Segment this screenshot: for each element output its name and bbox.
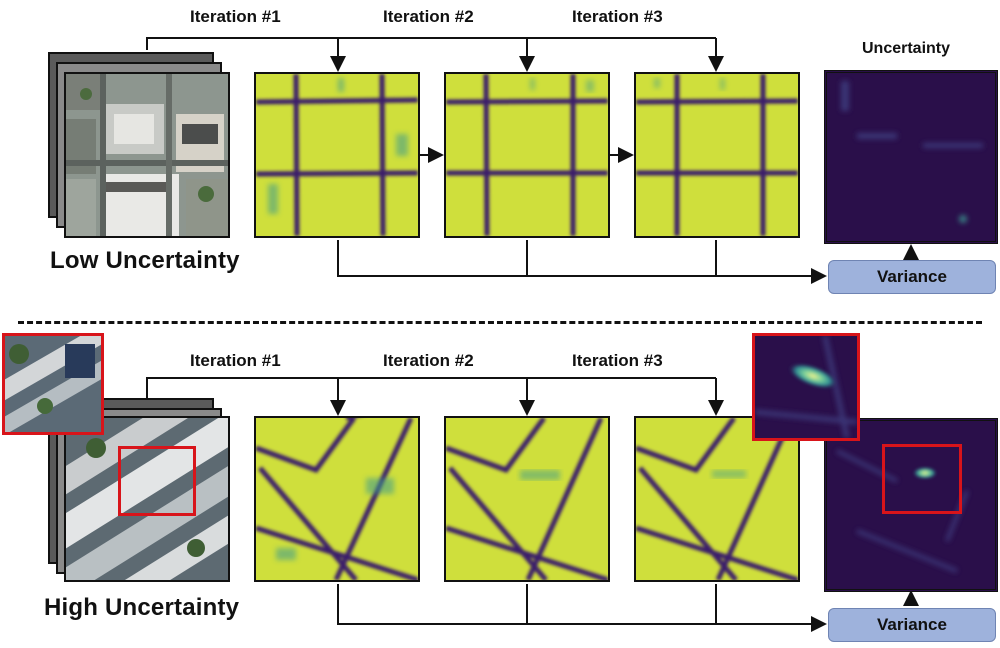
top-iteration-3-map bbox=[634, 72, 800, 238]
top-iteration-1-label: Iteration #1 bbox=[190, 7, 281, 26]
low-uncertainty-label: Low Uncertainty bbox=[50, 247, 240, 274]
top-uncertainty-map bbox=[824, 70, 998, 244]
bottom-iteration-2-label: Iteration #2 bbox=[383, 351, 474, 370]
bottom-iteration-2-map bbox=[444, 416, 610, 582]
top-iteration-2-map bbox=[444, 72, 610, 238]
bottom-iteration-1-map bbox=[254, 416, 420, 582]
bottom-iteration-1-label: Iteration #1 bbox=[190, 351, 281, 370]
top-iteration-1-map bbox=[254, 72, 420, 238]
aerial-zoom-inset bbox=[2, 333, 104, 435]
bottom-iteration-3-map bbox=[634, 416, 800, 582]
top-iteration-3-label: Iteration #3 bbox=[572, 7, 663, 26]
uncertainty-title: Uncertainty bbox=[862, 40, 951, 57]
bottom-variance-box: Variance bbox=[828, 608, 996, 642]
aerial-image-top bbox=[64, 72, 230, 238]
aerial-highlight-box bbox=[118, 446, 196, 516]
top-variance-box: Variance bbox=[828, 260, 996, 294]
uncertainty-highlight-box bbox=[882, 444, 962, 514]
bottom-iteration-3-label: Iteration #3 bbox=[572, 351, 663, 370]
bottom-uncertainty-map bbox=[824, 418, 998, 592]
top-iteration-2-label: Iteration #2 bbox=[383, 7, 474, 26]
uncertainty-zoom-inset bbox=[752, 333, 860, 441]
high-uncertainty-label: High Uncertainty bbox=[44, 594, 240, 621]
section-divider bbox=[18, 321, 982, 324]
